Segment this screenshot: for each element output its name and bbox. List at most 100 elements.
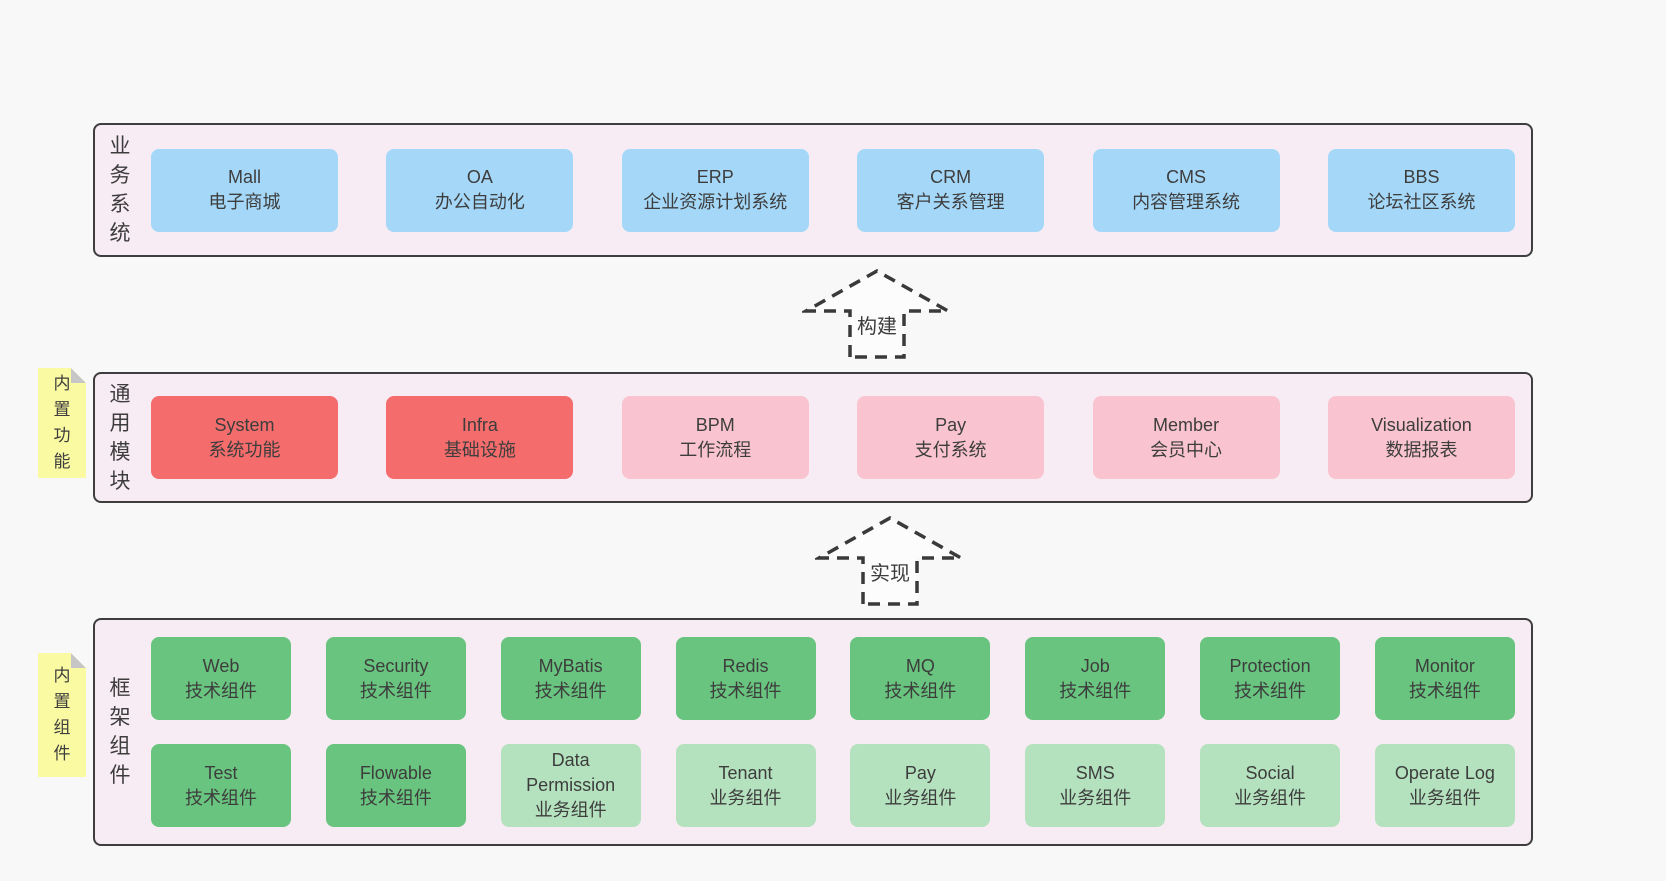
box-desc: 基础设施: [443, 439, 516, 460]
box-name: Security: [363, 655, 429, 676]
box-protection: Protection 技术组件: [1200, 637, 1341, 720]
box-job: Job 技术组件: [1025, 637, 1166, 720]
box-name: Pay: [935, 414, 967, 435]
box-test: Test 技术组件: [151, 744, 291, 827]
box-crm: CRM 客户关系管理: [857, 148, 1045, 232]
box-visualization: Visualization 数据报表: [1327, 396, 1515, 479]
layer-label-components: 框架组件: [109, 677, 131, 787]
box-desc: 技术组件: [185, 787, 257, 808]
box-sms: SMS 业务组件: [1025, 744, 1166, 827]
biz-components-row: Test 技术组件 Flowable 技术组件 Data Permission …: [135, 744, 1531, 827]
box-desc: 业务组件: [709, 787, 782, 808]
box-name: OA: [466, 167, 493, 187]
box-desc: 会员中心: [1150, 439, 1223, 460]
box-data-permission: Data Permission 业务组件: [500, 744, 641, 827]
box-desc: 工作流程: [679, 439, 752, 460]
box-desc: 业务组件: [1059, 787, 1132, 808]
box-desc: 内容管理系统: [1132, 192, 1241, 212]
box-name: Protection: [1229, 655, 1311, 676]
box-social: Social 业务组件: [1200, 744, 1341, 827]
arrow-implement-label: 实现: [867, 557, 913, 586]
arrow-implement: 实现: [815, 515, 965, 607]
box-name: BPM: [695, 414, 735, 435]
box-name: Visualization: [1371, 414, 1472, 435]
box-member: Member 会员中心: [1092, 396, 1280, 479]
box-name: Flowable: [359, 762, 432, 783]
sticky-note-builtin-components: 内置组件: [38, 653, 86, 777]
box-name: Operate Log: [1394, 762, 1495, 783]
box-desc: 技术组件: [185, 680, 257, 701]
box-name: Web: [202, 655, 240, 676]
box-name: Mall: [227, 167, 261, 187]
box-name: Redis: [722, 655, 769, 676]
box-infra: Infra 基础设施: [386, 396, 574, 479]
box-security: Security 技术组件: [325, 637, 466, 720]
box-flowable: Flowable 技术组件: [325, 744, 466, 827]
box-name: Monitor: [1414, 655, 1475, 676]
framework-components-layer: 框架组件 Web 技术组件 Security 技术组件 MyBatis 技术组件…: [93, 618, 1533, 846]
box-system: System 系统功能: [151, 396, 338, 479]
box-monitor: Monitor 技术组件: [1374, 637, 1515, 720]
layer-label-modules: 通用模块: [109, 382, 131, 493]
box-desc: 支付系统: [914, 439, 987, 460]
box-name: ERP: [696, 167, 734, 187]
box-desc: 业务组件: [1234, 787, 1307, 808]
box-operate-log: Operate Log 业务组件: [1374, 744, 1515, 827]
box-desc: 技术组件: [359, 787, 432, 808]
note-fold-icon: [71, 653, 86, 668]
box-tenant: Tenant 业务组件: [675, 744, 816, 827]
box-desc: 技术组件: [1408, 680, 1481, 701]
box-pay-module: Pay 支付系统: [857, 396, 1045, 479]
business-systems-layer: 业务系统 Mall 电子商城 OA 办公自动化 ERP 企业资源计划系统 CRM…: [93, 123, 1533, 257]
box-desc: 业务组件: [534, 800, 607, 820]
box-desc: 客户关系管理: [896, 192, 1005, 212]
box-cms: CMS 内容管理系统: [1092, 148, 1280, 232]
box-name: MQ: [905, 655, 935, 676]
arrow-build-label: 构建: [854, 310, 900, 339]
box-redis: Redis 技术组件: [675, 637, 816, 720]
sticky-note-builtin-features: 内置功能: [38, 368, 86, 478]
box-name: Member: [1153, 414, 1220, 435]
box-bpm: BPM 工作流程: [621, 396, 809, 479]
box-desc: 电子商城: [208, 192, 281, 212]
note-label: 内置功能: [53, 374, 71, 471]
box-desc: 系统功能: [208, 439, 281, 460]
component-rows: Web 技术组件 Security 技术组件 MyBatis 技术组件 Redi…: [135, 637, 1531, 827]
box-name: Tenant: [718, 762, 773, 783]
box-pay-component: Pay 业务组件: [850, 744, 991, 827]
note-label: 内置组件: [53, 666, 71, 763]
box-name: CMS: [1166, 167, 1207, 187]
box-desc: 业务组件: [1408, 787, 1481, 808]
box-desc: 技术组件: [1234, 680, 1307, 701]
box-bbs: BBS 论坛社区系统: [1327, 148, 1515, 232]
box-name: Social: [1245, 762, 1295, 783]
box-desc: 技术组件: [709, 680, 782, 701]
box-mall: Mall 电子商城: [151, 148, 338, 232]
box-desc: 数据报表: [1385, 439, 1458, 460]
box-name: Test: [204, 762, 238, 783]
box-desc: 论坛社区系统: [1367, 192, 1476, 212]
business-boxes-row: Mall 电子商城 OA 办公自动化 ERP 企业资源计划系统 CRM 客户关系…: [135, 148, 1531, 232]
box-oa: OA 办公自动化: [386, 148, 574, 232]
box-name: CRM: [930, 167, 972, 187]
box-name: BBS: [1403, 167, 1440, 187]
box-erp: ERP 企业资源计划系统: [621, 148, 809, 232]
box-desc: 办公自动化: [434, 192, 525, 212]
box-mq: MQ 技术组件: [850, 637, 991, 720]
box-name: Pay: [904, 762, 936, 783]
box-desc: 企业资源计划系统: [643, 192, 788, 212]
box-desc: 技术组件: [359, 680, 432, 701]
box-name: MyBatis: [538, 655, 603, 676]
box-desc: 业务组件: [884, 787, 957, 808]
tech-components-row: Web 技术组件 Security 技术组件 MyBatis 技术组件 Redi…: [135, 637, 1531, 720]
arrow-build: 构建: [802, 268, 952, 360]
box-mybatis: MyBatis 技术组件: [500, 637, 641, 720]
layer-label-business: 业务系统: [109, 135, 131, 245]
common-modules-layer: 通用模块 System 系统功能 Infra 基础设施 BPM 工作流程 Pay…: [93, 372, 1533, 503]
box-desc: 技术组件: [534, 680, 607, 701]
box-name: Job: [1080, 655, 1110, 676]
module-boxes-row: System 系统功能 Infra 基础设施 BPM 工作流程 Pay 支付系统…: [135, 396, 1531, 479]
box-name: Infra: [461, 414, 498, 435]
box-web: Web 技术组件: [151, 637, 291, 720]
box-name: SMS: [1075, 762, 1115, 783]
